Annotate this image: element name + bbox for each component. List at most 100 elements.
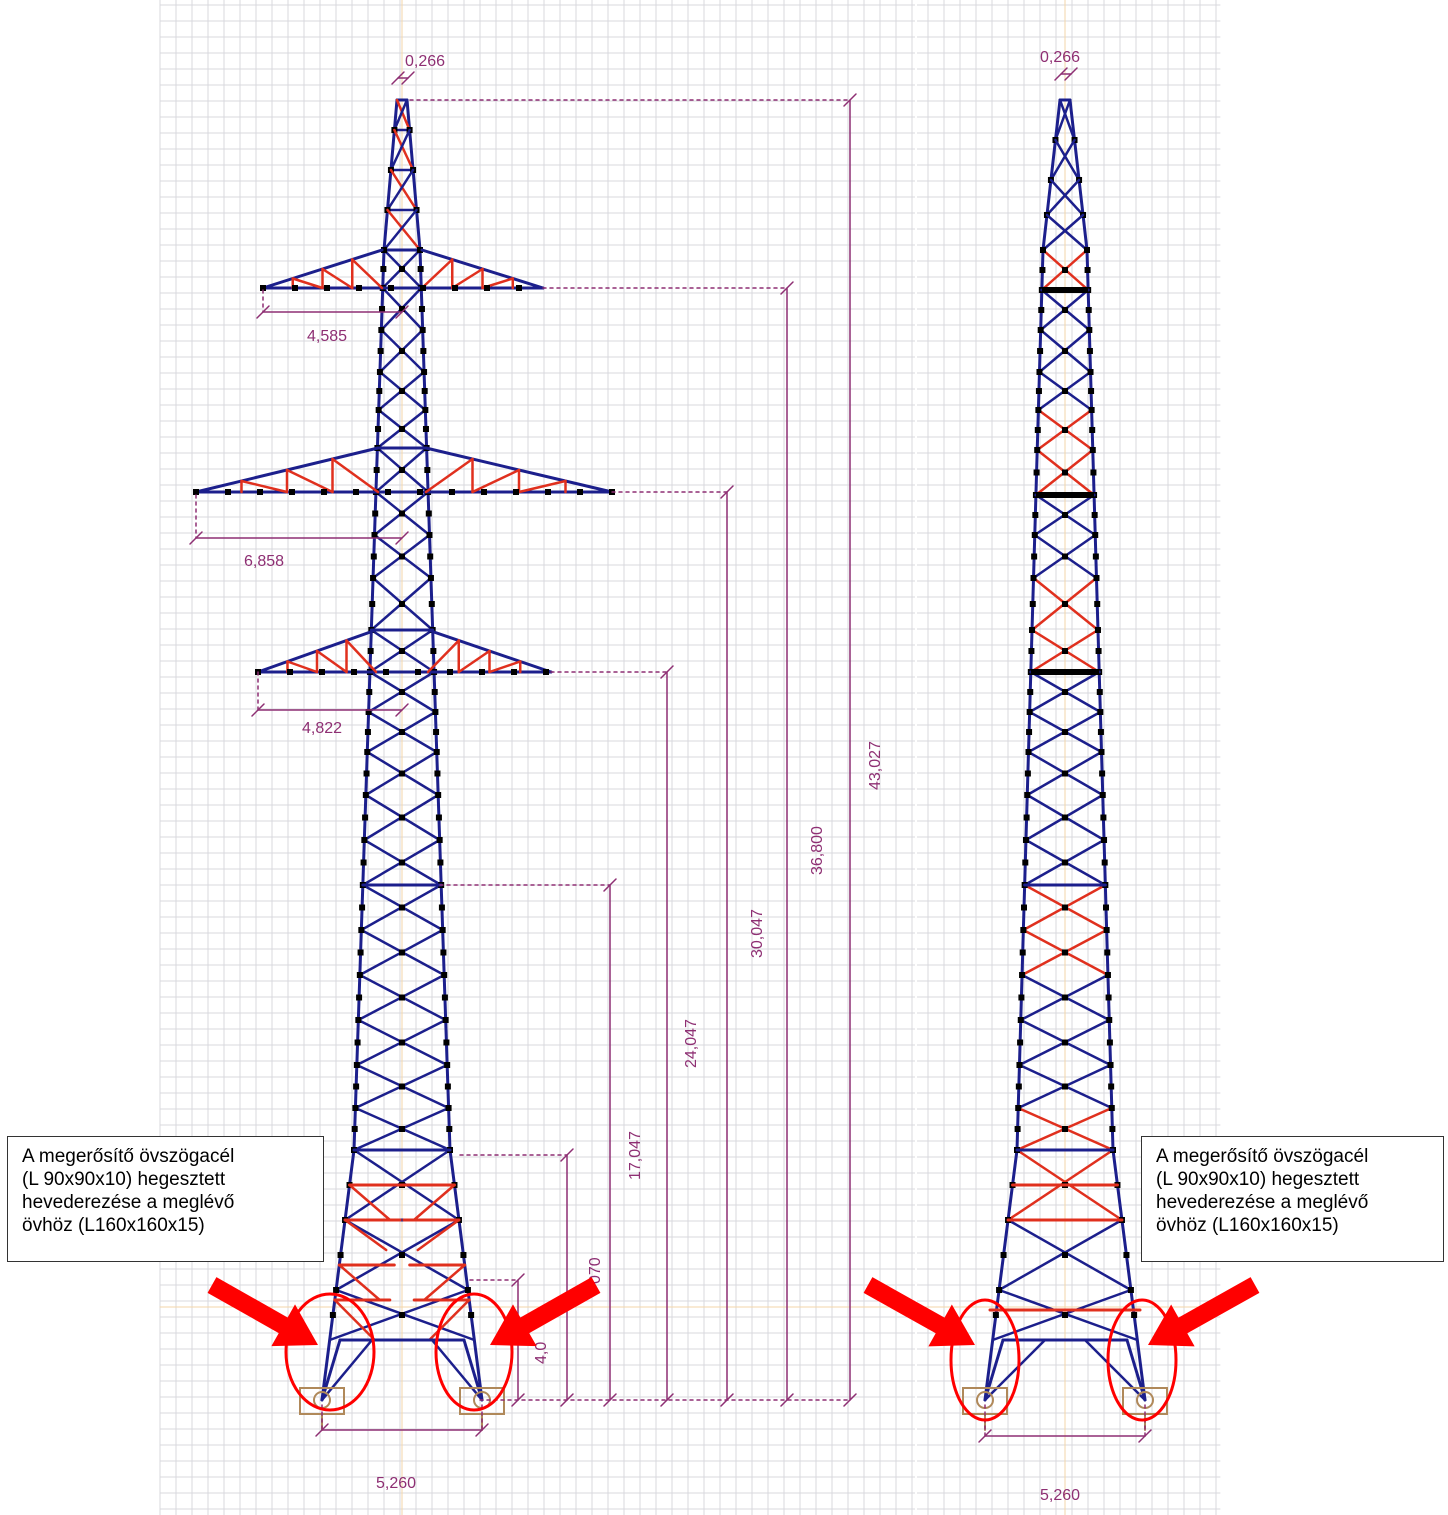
leg-node	[1106, 1017, 1113, 1023]
leg-node	[1097, 729, 1104, 735]
leg-node	[369, 601, 376, 607]
brace-node	[399, 1039, 405, 1046]
brace-node	[1062, 729, 1068, 735]
node	[381, 247, 387, 253]
bracing-member	[997, 1288, 1139, 1342]
leg-node	[1035, 407, 1042, 413]
bracing-member	[328, 1288, 470, 1342]
leg-node	[353, 1083, 360, 1090]
arm-diagonal	[451, 267, 484, 290]
leg-node	[1024, 792, 1031, 798]
mast-bracing	[1045, 213, 1089, 252]
leg-node	[1131, 1312, 1138, 1318]
leg-node	[354, 1039, 361, 1046]
height-36800-label: 36,800	[809, 826, 826, 875]
leg-node	[1015, 1083, 1022, 1090]
brace-node	[399, 689, 405, 695]
leg-node	[1103, 927, 1110, 933]
node	[417, 247, 423, 253]
height-070-label: 070	[587, 1257, 604, 1284]
leg-node	[1096, 689, 1103, 695]
tower-leg	[405, 98, 422, 252]
dim-tick	[475, 1423, 489, 1437]
leg-node	[1036, 369, 1043, 375]
arm-diagonal	[420, 258, 454, 290]
leg-node	[1021, 904, 1028, 911]
node	[1040, 247, 1046, 253]
highlight-circle	[949, 1298, 1021, 1422]
leg-node	[373, 467, 380, 473]
leg-node	[996, 1287, 1003, 1293]
mast-bracing	[1041, 213, 1085, 252]
arm-node	[479, 669, 485, 675]
arm-node	[289, 489, 295, 495]
arm-node	[383, 669, 389, 675]
leg-node	[363, 770, 370, 777]
leg-node	[420, 348, 427, 354]
leg-node	[439, 927, 446, 933]
leg-node	[1105, 994, 1112, 1001]
leg-node	[1095, 648, 1102, 654]
dim-tick	[843, 93, 857, 107]
arrow-shape	[207, 1277, 319, 1347]
leg-node	[1089, 447, 1096, 453]
leg-node	[380, 266, 387, 272]
leg-node	[375, 426, 382, 432]
leg-node	[329, 1312, 336, 1318]
leg-node	[1092, 553, 1099, 560]
leg-node	[377, 348, 384, 354]
leg-node	[1085, 307, 1092, 313]
left-upper-arm-label: 4,585	[307, 328, 347, 345]
leg-node	[1104, 949, 1111, 956]
leg-node	[432, 709, 439, 715]
leg-node	[1106, 1039, 1113, 1046]
leg-node	[444, 1083, 451, 1090]
leg-node	[1088, 407, 1095, 413]
dim-tick	[315, 1423, 329, 1437]
leg-node	[358, 927, 365, 933]
mast-bracing	[1049, 138, 1076, 182]
leg-node	[1015, 1105, 1022, 1111]
leg-node	[357, 949, 364, 956]
leg-node	[427, 553, 434, 560]
brace-node	[399, 266, 405, 272]
brace-node	[1062, 469, 1068, 476]
leg-node	[353, 1062, 360, 1068]
mast-bracing	[1049, 178, 1085, 217]
arm-node	[356, 285, 362, 291]
leg-node	[1108, 1105, 1115, 1111]
leg-node	[1099, 792, 1106, 798]
leg-node	[433, 729, 440, 735]
brace-node	[399, 814, 405, 821]
leg-node	[1127, 1287, 1134, 1293]
leg-node	[370, 575, 377, 581]
arm-node	[385, 489, 391, 495]
arm-node	[225, 489, 231, 495]
background-grid	[159, 0, 1221, 1515]
brace-node	[399, 1083, 405, 1090]
leg-node	[436, 837, 443, 843]
brace-node	[1062, 814, 1068, 821]
leg-node	[1039, 267, 1046, 273]
leg-node	[443, 1039, 450, 1046]
arm-node	[545, 489, 551, 495]
height-17047-label: 17,047	[627, 1131, 644, 1180]
note-line: övhöz (L160x160x15)	[1156, 1215, 1339, 1236]
leg-node	[356, 972, 363, 978]
arm-node	[452, 285, 458, 291]
leg-node	[441, 994, 448, 1001]
arm-node	[516, 285, 522, 291]
arm-node	[415, 669, 421, 675]
dim-tick	[720, 485, 734, 499]
leg-node	[371, 532, 378, 538]
brace-node	[1062, 553, 1068, 560]
height-43027-label: 43,027	[867, 741, 884, 790]
leg-node	[356, 994, 363, 1001]
dim-tick	[395, 703, 409, 717]
leg-node	[434, 770, 441, 777]
leg-node	[1089, 427, 1096, 433]
leg-node	[367, 648, 374, 654]
leg-node	[1032, 512, 1039, 518]
note-line: A megerősítő övszögacél	[1156, 1146, 1369, 1167]
leg-node	[1024, 770, 1031, 777]
